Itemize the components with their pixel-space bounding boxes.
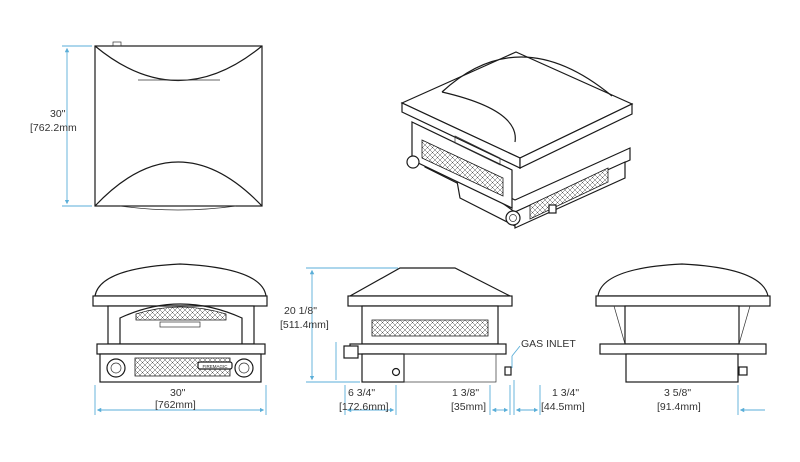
rear-view-dimension: 3 5/8" [91.4mm] xyxy=(657,385,765,415)
side-depth-in-label: 6 3/4" xyxy=(348,387,375,399)
side-inlet-in-label: 1 3/8" xyxy=(452,387,479,399)
side-inlet2-mm-label: [44.5mm] xyxy=(541,401,585,413)
side-depth-mm-label: [172.6mm] xyxy=(339,401,389,413)
gas-inlet-callout: GAS INLET xyxy=(511,338,576,368)
front-view: FIREMAGIC xyxy=(92,263,268,383)
rear-mm-label: [91.4mm] xyxy=(657,401,701,413)
brand-badge-text: FIREMAGIC xyxy=(202,364,228,369)
top-height-mm-label: [762.2mm xyxy=(30,122,77,134)
isometric-view xyxy=(400,51,634,229)
side-view xyxy=(343,267,513,383)
front-width-mm-label: [762mm] xyxy=(155,399,196,411)
side-view-bottom-dimensions: 6 3/4" [172.6mm] 1 3/8" [35mm] 1 3/4" [4… xyxy=(339,380,585,415)
top-view-height-dimension: 30" [762.2mm xyxy=(30,45,92,207)
side-view-height-dimension: 20 1/8" [511.4mm] xyxy=(280,267,398,383)
top-height-in-label: 30" xyxy=(50,108,66,120)
side-height-in-label: 20 1/8" xyxy=(284,305,317,317)
front-view-width-dimension: 30" [762mm] xyxy=(94,385,267,415)
side-inlet2-in-label: 1 3/4" xyxy=(552,387,579,399)
gas-inlet-label: GAS INLET xyxy=(521,338,576,350)
front-width-in-label: 30" xyxy=(170,387,186,399)
side-inlet-mm-label: [35mm] xyxy=(451,401,486,413)
rear-in-label: 3 5/8" xyxy=(664,387,691,399)
rear-view xyxy=(595,263,771,383)
side-height-mm-label: [511.4mm] xyxy=(280,319,329,331)
top-view xyxy=(94,41,263,211)
